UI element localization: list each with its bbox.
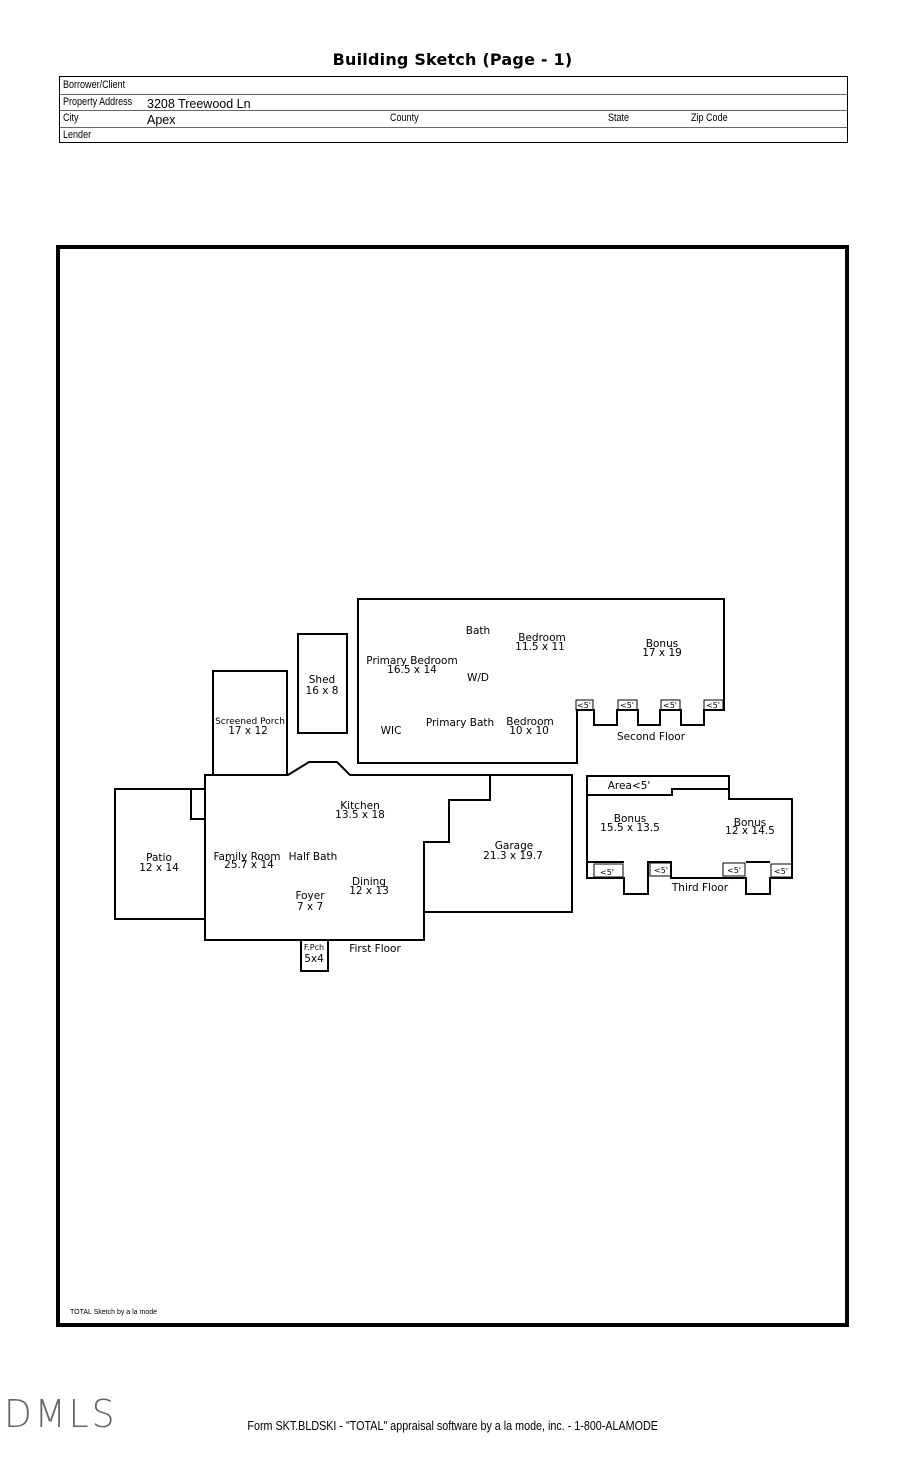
bonus-3f-right-label: Bonus bbox=[734, 817, 766, 829]
front-porch-label: F.Pch bbox=[304, 943, 324, 952]
third-floor-outline bbox=[586, 775, 793, 895]
kitchen-dims: 13.5 x 18 bbox=[335, 809, 385, 821]
bonus-3f-left-dims: 15.5 x 13.5 bbox=[600, 822, 660, 834]
lender-label: Lender bbox=[63, 128, 92, 141]
bonus-2f-dims: 17 x 19 bbox=[642, 647, 682, 659]
tag-2f-1: <5' bbox=[577, 701, 591, 710]
shed-dims: 16 x 8 bbox=[306, 685, 339, 697]
bedroom-1-dims: 11.5 x 11 bbox=[515, 641, 565, 653]
patio-dims: 12 x 14 bbox=[139, 862, 179, 874]
family-room-label: Family Room bbox=[213, 851, 280, 863]
second-floor-label: Second Floor bbox=[617, 731, 686, 743]
screened-porch-label: Screened Porch bbox=[215, 717, 285, 727]
tag-box-3f-3 bbox=[722, 862, 746, 877]
tag-3f-1: <5' bbox=[600, 868, 614, 877]
screened-porch-dims: 17 x 12 bbox=[228, 725, 268, 737]
wd-label: W/D bbox=[467, 672, 489, 684]
page-title: Building Sketch (Page - 1) bbox=[332, 50, 573, 69]
property-info-table: Borrower/Client Property Address 3208 Tr… bbox=[59, 76, 848, 143]
primary-bedroom-dims: 16.5 x 14 bbox=[387, 664, 437, 676]
patio-label: Patio bbox=[146, 852, 172, 864]
form-footer: Form SKT.BLDSKI - "TOTAL" appraisal soft… bbox=[0, 1419, 900, 1433]
shed-label: Shed bbox=[309, 674, 335, 686]
front-porch-outline bbox=[300, 939, 329, 972]
bedroom-2-label: Bedroom bbox=[506, 716, 554, 728]
bonus-2f-label: Bonus bbox=[646, 638, 678, 650]
tag-box-3f-4 bbox=[770, 863, 793, 878]
tag-box-3f-1 bbox=[593, 863, 624, 878]
wic-label: WIC bbox=[381, 725, 402, 737]
tag-box-2f-2 bbox=[617, 699, 638, 711]
tag-box-2f-4 bbox=[703, 699, 724, 711]
front-porch-dims: 5x4 bbox=[304, 953, 324, 965]
kitchen-label: Kitchen bbox=[340, 800, 379, 812]
tag-box-3f-2 bbox=[649, 862, 672, 877]
address-row: Property Address 3208 Treewood Ln bbox=[60, 94, 847, 111]
garage-label: Garage bbox=[495, 840, 533, 852]
bedroom-2-dims: 10 x 10 bbox=[509, 725, 549, 737]
dining-label: Dining bbox=[352, 876, 386, 888]
tag-box-2f-3 bbox=[660, 699, 681, 711]
tag-2f-2: <5' bbox=[620, 701, 634, 710]
county-label: County bbox=[390, 112, 419, 124]
bonus-3f-right-dims: 12 x 14.5 bbox=[725, 825, 775, 837]
tag-2f-3: <5' bbox=[663, 701, 677, 710]
tag-3f-4: <5' bbox=[774, 867, 788, 876]
half-bath-label: Half Bath bbox=[289, 851, 338, 863]
third-floor-label: Third Floor bbox=[671, 882, 729, 894]
footer-text: Form SKT.BLDSKI - "TOTAL" appraisal soft… bbox=[247, 1419, 658, 1433]
bedroom-1-label: Bedroom bbox=[518, 632, 566, 644]
sketch-credit: TOTAL Sketch by a la mode bbox=[70, 1309, 158, 1316]
family-room-dims: 25.7 x 14 bbox=[224, 859, 274, 871]
area-lt5-label: Area<5' bbox=[608, 780, 651, 792]
borrower-row: Borrower/Client bbox=[60, 77, 847, 95]
tag-box-2f-1 bbox=[575, 699, 594, 711]
borrower-label: Borrower/Client bbox=[63, 79, 126, 91]
tag-3f-3: <5' bbox=[727, 866, 741, 875]
foyer-dims: 7 x 7 bbox=[297, 901, 323, 913]
city-label: City bbox=[63, 112, 79, 124]
kitchen-garage-divider bbox=[423, 775, 491, 912]
city-row: City Apex County State Zip Code bbox=[60, 110, 847, 128]
dining-dims: 12 x 13 bbox=[349, 885, 389, 897]
foyer-label: Foyer bbox=[295, 890, 325, 902]
tag-3f-2: <5' bbox=[654, 866, 668, 875]
primary-bedroom-label: Primary Bedroom bbox=[366, 655, 457, 667]
city-value: Apex bbox=[147, 113, 176, 127]
address-value: 3208 Treewood Ln bbox=[147, 96, 251, 111]
lender-row: Lender bbox=[60, 127, 847, 144]
mls-watermark-logo: DMLS bbox=[4, 1392, 118, 1436]
third-floor-area-divider bbox=[587, 788, 729, 796]
primary-bath-label: Primary Bath bbox=[426, 717, 494, 729]
sketch-frame bbox=[56, 245, 849, 1327]
garage-dims: 21.3 x 19.7 bbox=[483, 850, 543, 862]
address-label: Property Address bbox=[63, 95, 133, 108]
zip-label: Zip Code bbox=[691, 112, 728, 124]
bonus-3f-left-label: Bonus bbox=[614, 813, 646, 825]
shed-outline bbox=[297, 633, 348, 734]
state-label: State bbox=[608, 112, 630, 124]
bath-label: Bath bbox=[466, 625, 490, 637]
tag-2f-4: <5' bbox=[706, 701, 720, 710]
first-floor-label: First Floor bbox=[349, 943, 401, 955]
